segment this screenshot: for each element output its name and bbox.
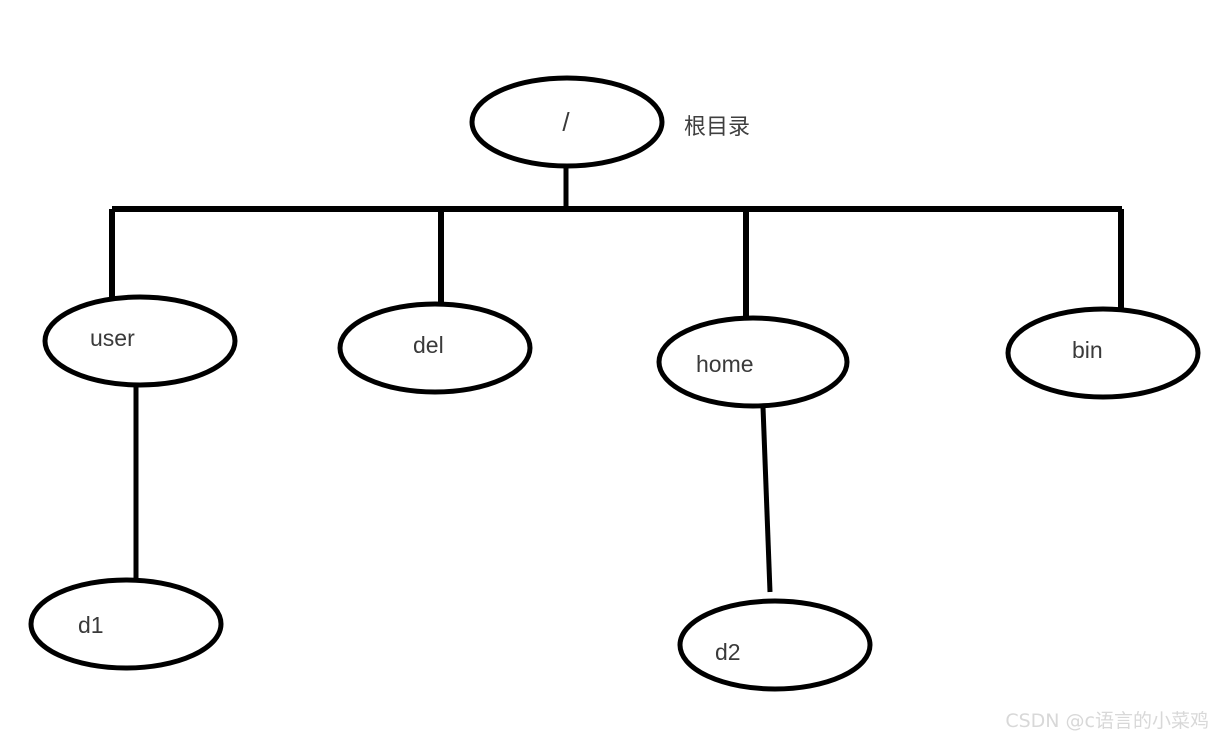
edge-home-to-d2: [760, 406, 773, 593]
node-bin[interactable]: bin: [1005, 306, 1201, 400]
node-d1-label: d1: [78, 612, 104, 638]
root-directory-annotation: 根目录: [684, 115, 750, 140]
node-del-label: del: [413, 332, 444, 358]
node-user[interactable]: user: [42, 294, 238, 388]
node-bin-ellipse[interactable]: [1005, 306, 1201, 400]
node-d1-ellipse[interactable]: [28, 577, 224, 671]
node-bin-label: bin: [1072, 337, 1103, 363]
node-user-label: user: [90, 325, 135, 351]
node-root-label: /: [562, 107, 570, 137]
node-del[interactable]: del: [337, 301, 533, 395]
node-root-ellipse[interactable]: [469, 75, 665, 169]
edge-group: [109, 166, 1124, 593]
node-d2[interactable]: d2: [677, 598, 873, 692]
node-user-ellipse[interactable]: [42, 294, 238, 388]
node-del-ellipse[interactable]: [337, 301, 533, 395]
csdn-watermark: CSDN @c语言的小菜鸡: [1005, 710, 1209, 732]
node-d2-ellipse[interactable]: [677, 598, 873, 692]
node-home-ellipse[interactable]: [656, 315, 850, 409]
node-d2-label: d2: [715, 639, 741, 665]
node-home[interactable]: home: [656, 315, 850, 409]
node-root[interactable]: /: [469, 75, 665, 169]
node-home-label: home: [696, 351, 754, 377]
node-d1[interactable]: d1: [28, 577, 224, 671]
